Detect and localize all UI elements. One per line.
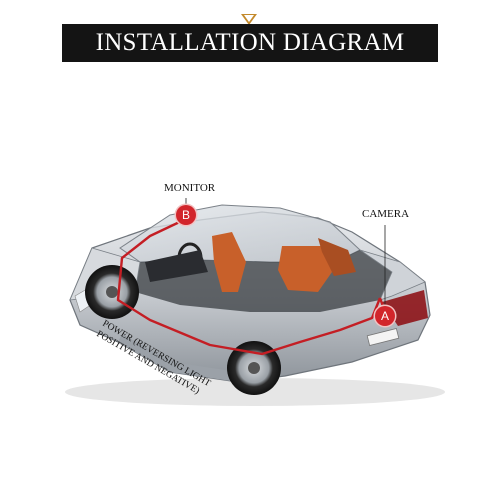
rear-wheel-hub xyxy=(248,362,260,374)
banner-arrow-inner xyxy=(244,15,254,22)
diagram-title: INSTALLATION DIAGRAM xyxy=(95,29,405,56)
side-skirt xyxy=(118,334,238,382)
monitor-label: MONITOR xyxy=(164,182,216,194)
rear-seat xyxy=(278,246,332,292)
rear-seat-back xyxy=(318,238,356,276)
power-wire xyxy=(116,216,382,356)
camera-label: CAMERA xyxy=(362,208,410,220)
dashboard xyxy=(145,250,208,282)
front-seat xyxy=(212,232,246,292)
license-plate xyxy=(366,328,400,346)
front-wheel-hub xyxy=(106,286,118,298)
marker-a: A xyxy=(375,306,395,326)
marker-b: B xyxy=(176,205,196,225)
car-trunk xyxy=(359,249,426,301)
diagram-title-banner: INSTALLATION DIAGRAM xyxy=(62,24,438,62)
